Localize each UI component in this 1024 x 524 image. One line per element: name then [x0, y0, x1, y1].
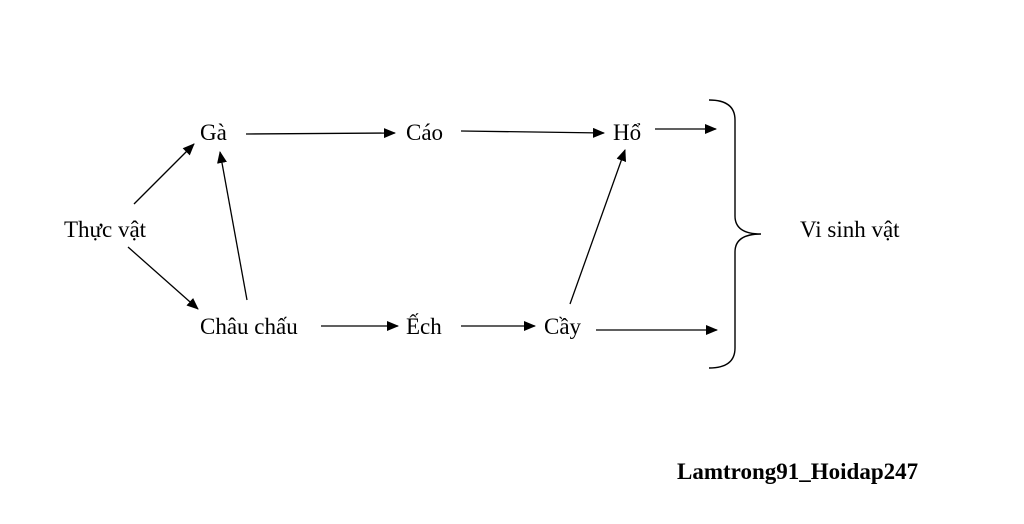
edge-thucvat-chauchau	[127, 246, 199, 310]
node-thuc-vat: Thực vật	[64, 217, 147, 242]
node-cao: Cáo	[406, 120, 443, 145]
edge-cay-ho	[569, 149, 627, 305]
curly-brace	[708, 99, 762, 369]
node-ho: Hổ	[613, 120, 641, 145]
node-vi-sinh-vat: Vi sinh vật	[800, 217, 900, 242]
watermark-text: Lamtrong91_Hoidap247	[677, 459, 918, 484]
node-ech: Ếch	[406, 313, 442, 339]
edge-cao-ho	[460, 127, 605, 138]
node-ga: Gà	[200, 120, 227, 145]
edge-chauchau-ga	[217, 151, 248, 301]
node-chau-chau: Châu chấu	[200, 314, 298, 339]
edge-ga-cao	[245, 128, 396, 139]
node-cay: Cầy	[544, 314, 582, 339]
edge-thucvat-ga	[133, 143, 195, 205]
